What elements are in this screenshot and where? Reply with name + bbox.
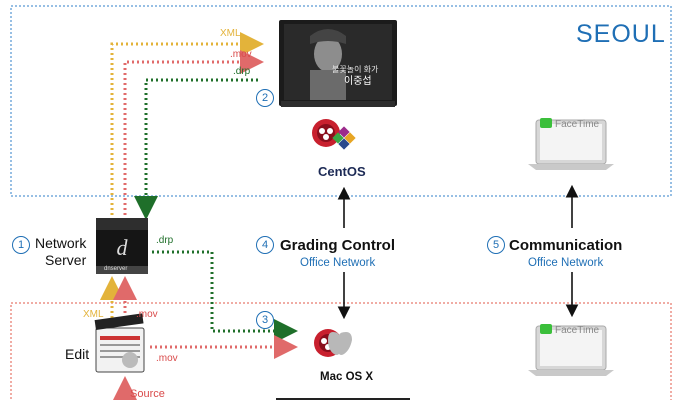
laptop-bottom xyxy=(528,324,614,376)
edit-clapper-icon xyxy=(94,313,145,373)
drp-label-mid: .drp xyxy=(156,235,174,246)
mov-label-edit-right: .mov xyxy=(156,353,178,364)
resolve-mac-icon xyxy=(314,329,352,357)
xml-label-edit: XML xyxy=(83,309,104,320)
step-2-badge: 2 xyxy=(256,89,274,107)
communication-title: Communication xyxy=(509,237,623,254)
step-5-badge: 5 xyxy=(487,236,505,254)
network-server-device: d xyxy=(96,218,148,274)
drp-label-top: .drp xyxy=(233,66,251,77)
step-4-badge: 4 xyxy=(256,236,274,254)
grading-control-subtitle: Office Network xyxy=(300,257,376,269)
edit-label: Edit xyxy=(65,346,90,362)
network-server-label-line2: Server xyxy=(45,252,87,268)
laptop-top xyxy=(528,118,614,170)
facetime-top-label: FaceTime xyxy=(555,119,600,130)
xml-flow-arrow xyxy=(110,32,264,215)
mac-display-edge xyxy=(276,398,410,400)
xml-label-top: XML xyxy=(220,28,241,39)
mov-label-top: .mov xyxy=(230,49,252,60)
svg-text:d: d xyxy=(117,235,129,260)
communication-subtitle: Office Network xyxy=(528,257,604,269)
office-region-box xyxy=(10,302,672,400)
mov-label-edit-up: .mov xyxy=(136,309,158,320)
monitor-caption-line2: 이중섭 xyxy=(344,76,372,87)
grading-monitor xyxy=(279,20,397,107)
region-label: SEOUL xyxy=(576,20,666,48)
step-3-badge: 3 xyxy=(256,311,274,329)
drp-flow-arrow xyxy=(134,78,258,220)
mac-os-label: Mac OS X xyxy=(320,371,374,383)
drp-to-mac-arrow xyxy=(152,250,298,343)
mov-flow-arrow xyxy=(123,50,264,215)
facetime-bottom-label: FaceTime xyxy=(555,325,600,336)
network-server-device-text: dnserver xyxy=(104,266,128,272)
centos-label: CentOS xyxy=(318,164,366,179)
grading-control-title: Grading Control xyxy=(280,237,395,254)
source-label: Source xyxy=(130,388,165,400)
step-1-badge: 1 xyxy=(12,236,30,254)
resolve-centos-icon xyxy=(312,119,356,150)
network-server-label-line1: Network xyxy=(35,235,87,251)
monitor-caption-line1: 불꽃놀이 화가 xyxy=(332,65,379,74)
